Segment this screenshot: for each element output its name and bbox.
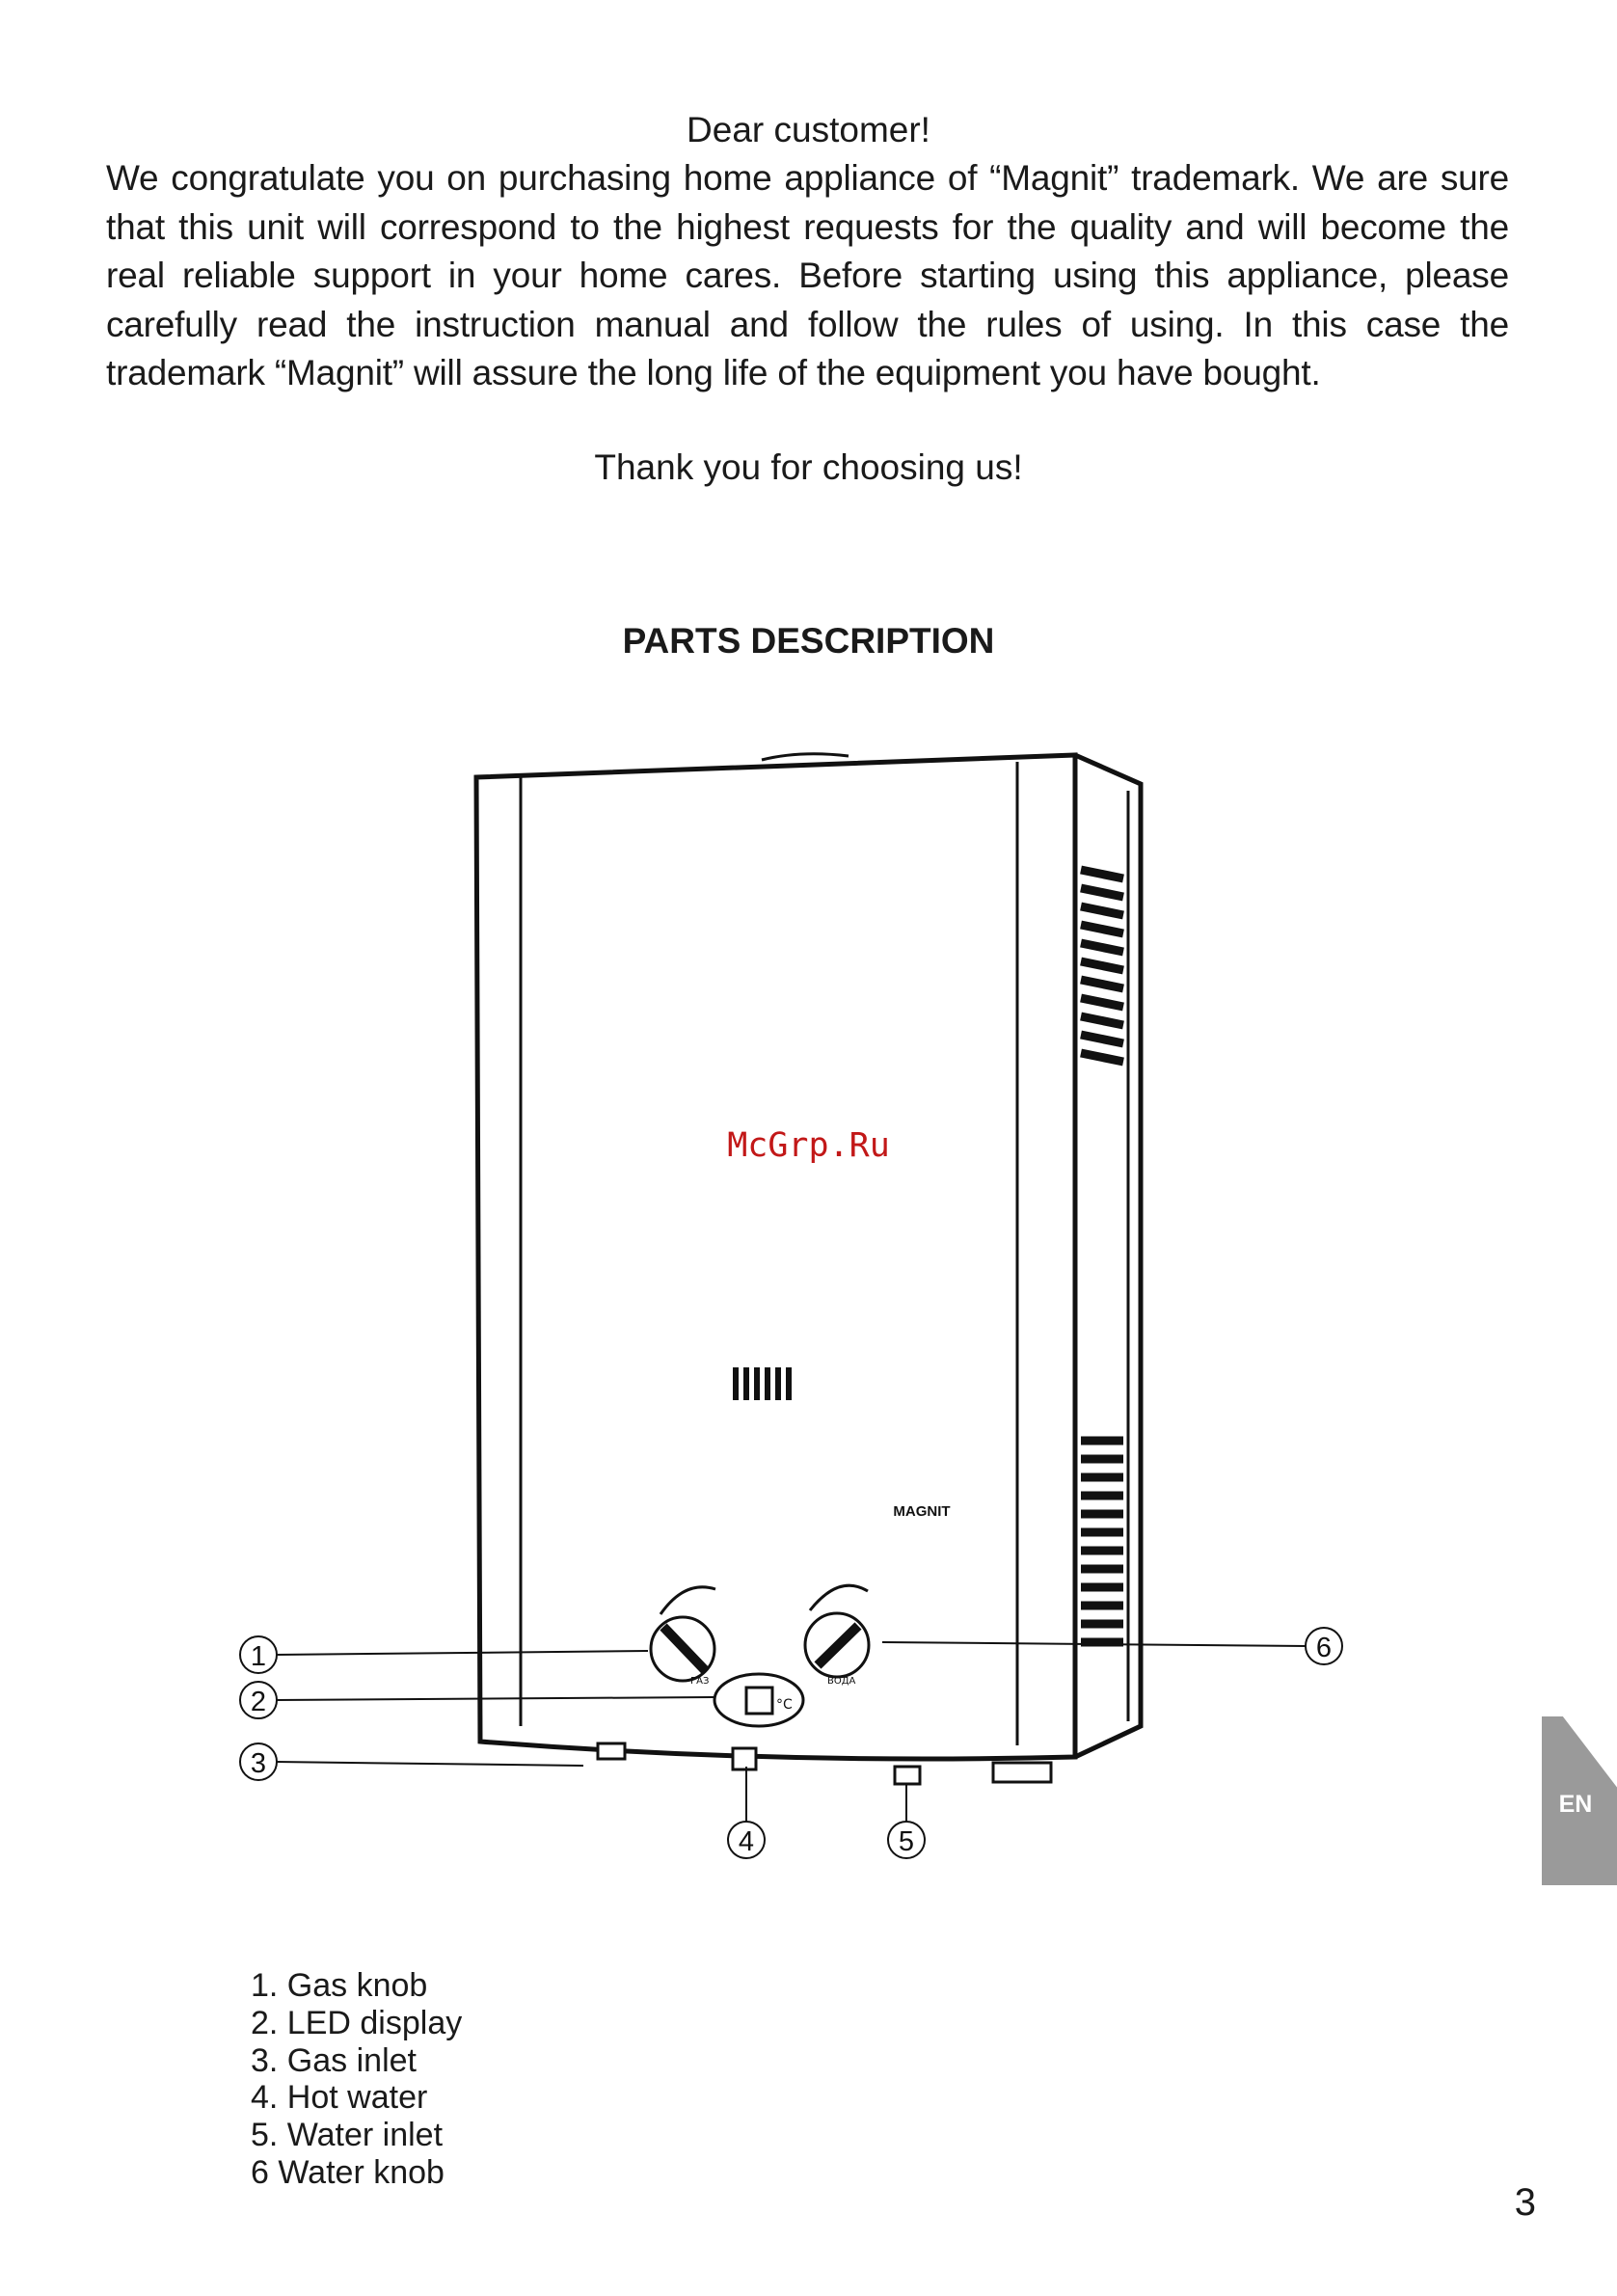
callout-2: 2 (251, 1687, 266, 1717)
heater-body (473, 752, 1144, 1762)
flame-window (733, 1367, 792, 1400)
display-unit: °C (776, 1697, 793, 1713)
callout-lines (275, 1641, 1307, 1823)
side-vent-bottom (1081, 1436, 1123, 1647)
callout-markers (239, 1627, 1343, 1859)
brand-logo: MAGNIT (893, 1503, 950, 1520)
water-knob-label: ВОДА (827, 1676, 856, 1687)
list-item: 2. LED display (251, 2004, 463, 2041)
led-display (713, 1672, 805, 1728)
thanks-line: Thank you for choosing us! (594, 447, 1023, 487)
callout-numbers: 1 2 3 4 5 6 (251, 1633, 1332, 1857)
list-item: 1. Gas knob (251, 1967, 428, 2004)
intro-paragraph: We congratulate you on purchasing home a… (106, 158, 1509, 392)
list-item: 6 Water knob (251, 2153, 445, 2191)
parts-list: 1. Gas knob 2. LED display 3. Gas inlet … (251, 1967, 462, 2192)
language-tab-label: EN (1558, 1791, 1593, 1818)
pipe-fittings (596, 1742, 1053, 1786)
gas-knob-label: ГАЗ (690, 1676, 709, 1687)
callout-1: 1 (251, 1641, 266, 1672)
callout-4: 4 (739, 1826, 754, 1857)
water-knob (803, 1583, 871, 1679)
gas-knob (649, 1585, 716, 1683)
list-item: 4. Hot water (251, 2079, 428, 2117)
watermark: McGrp.Ru (727, 1126, 890, 1165)
callout-3: 3 (251, 1748, 266, 1779)
section-title: PARTS DESCRIPTION (622, 621, 995, 661)
salutation: Dear customer! (687, 110, 930, 149)
callout-5: 5 (899, 1826, 914, 1857)
list-item: 3. Gas inlet (251, 2041, 417, 2079)
callout-6: 6 (1316, 1633, 1332, 1663)
list-item: 5. Water inlet (251, 2117, 444, 2154)
page-number: 3 (1514, 2181, 1536, 2224)
side-vent-top (1080, 865, 1124, 1067)
